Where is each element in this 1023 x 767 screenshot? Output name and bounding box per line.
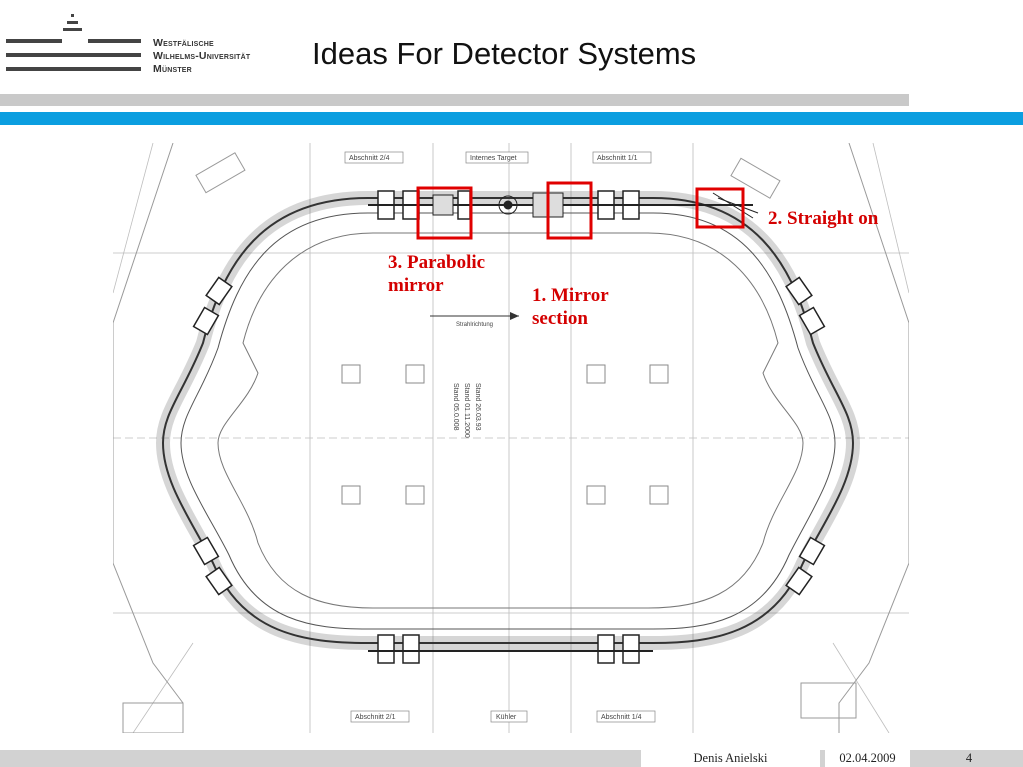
annotation-mirror-line2: section xyxy=(532,308,588,329)
logo-mark-icon xyxy=(6,14,141,71)
footer-date: 02.04.2009 xyxy=(825,750,910,767)
label-top-left: Abschnitt 2/4 xyxy=(349,155,390,162)
label-bottom-center: Kühler xyxy=(496,714,517,721)
magnet-blocks xyxy=(192,190,826,664)
label-bottom-right: Abschnitt 1/4 xyxy=(601,714,642,721)
highlight-parabolic-mirror xyxy=(416,186,473,240)
annotation-mirror-line1: 1. Mirror xyxy=(532,285,609,306)
building-outline xyxy=(113,143,909,733)
label-stamp-3: Stand 05.0.008 xyxy=(452,383,459,431)
label-top-right: Abschnitt 1/1 xyxy=(597,155,638,162)
grid-lines xyxy=(113,143,909,733)
label-top-center: Internes Target xyxy=(470,155,517,162)
annotation-parabolic-line2: mirror xyxy=(388,275,444,296)
inner-columns xyxy=(341,364,669,505)
drawing-labels: Abschnitt 2/4 Internes Target Abschnitt … xyxy=(344,151,656,723)
ring-layout-drawing: Abschnitt 2/4 Internes Target Abschnitt … xyxy=(113,143,909,733)
footer-bar: Denis Anielski 02.04.2009 4 xyxy=(0,750,1023,767)
logo-line-3: Münster xyxy=(153,63,192,75)
logo-line-2: Wilhelms-Universität xyxy=(153,50,251,62)
university-logo: Westfälische Wilhelms-Universität Münste… xyxy=(0,0,300,90)
label-bottom-left: Abschnitt 2/1 xyxy=(355,714,396,721)
storage-ring xyxy=(155,191,861,650)
highlight-straight-on xyxy=(695,187,745,229)
label-stamp-2: Stand 01.11.2000 xyxy=(463,383,470,438)
label-direction: Strahlrichtung xyxy=(456,322,493,328)
logo-line-1: Westfälische xyxy=(153,37,214,49)
beam-direction-arrow xyxy=(430,312,519,320)
header-gray-bar xyxy=(0,94,909,106)
header-blue-bar xyxy=(0,112,1023,125)
annotation-parabolic-line1: 3. Parabolic xyxy=(388,252,486,273)
highlight-mirror-section xyxy=(546,181,593,240)
logo-text: Westfälische Wilhelms-Universität Münste… xyxy=(153,37,250,76)
footer-page-number: 4 xyxy=(965,751,973,765)
label-stamp-1: Stand 26.03.93 xyxy=(474,383,481,431)
highlight-boxes xyxy=(416,181,745,240)
annotation-straight-on: 2. Straight on xyxy=(768,208,879,229)
footer-author: Denis Anielski xyxy=(641,750,820,767)
slide-title: Ideas For Detector Systems xyxy=(312,36,697,71)
